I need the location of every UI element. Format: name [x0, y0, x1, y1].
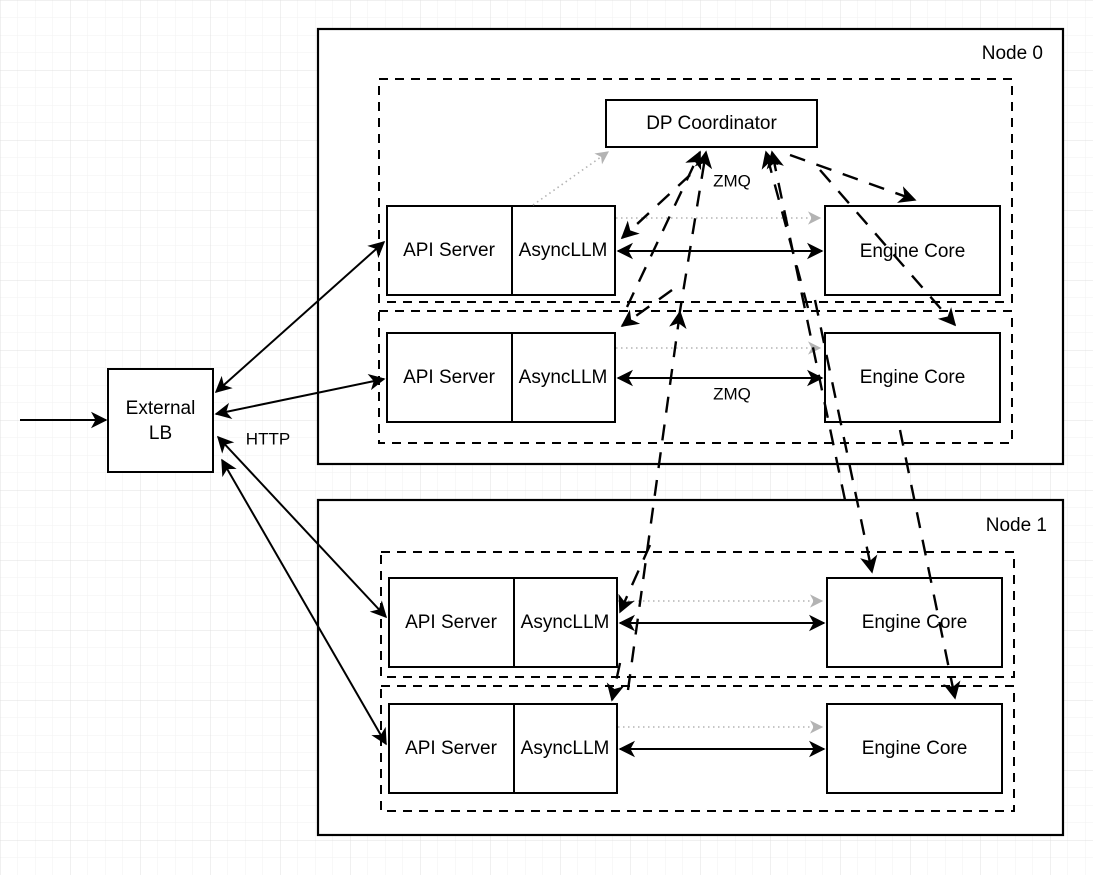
node-1-group-1-engine-core[interactable]: Engine Core — [826, 703, 1003, 794]
coordinator-to-node0-group1-engine — [819, 169, 957, 327]
node-1-group-0-boundary — [380, 551, 1015, 678]
coordinator-to-node1-group1-asyncllm — [606, 662, 624, 702]
node-1-group-1-api-server-unit[interactable]: API Server AsyncLLM — [388, 703, 618, 794]
coordinator-to-node1-group0-asyncllm — [618, 544, 652, 614]
node-0-group-1-async-llm-label: AsyncLLM — [519, 367, 608, 388]
zmq-dashed-node1-long-to-coordinator — [626, 310, 687, 691]
external-lb-label-line2: LB — [149, 423, 172, 444]
lb-to-node0-group1-arrow — [214, 373, 386, 420]
node-1-group-0-engine-core-label: Engine Core — [862, 612, 968, 633]
node-0-group-0-boundary — [378, 78, 1013, 303]
coordinator-to-node0-group1-asyncllm — [620, 289, 673, 327]
node-1-group-1-async-llm-label: AsyncLLM — [521, 738, 610, 759]
node-1-group-0-engine-core[interactable]: Engine Core — [826, 577, 1003, 668]
node-0-group-1-api-server-label: API Server — [403, 367, 496, 388]
dp-coordinator-box[interactable] — [605, 99, 818, 148]
zmq-label-node0-group1: ZMQ — [713, 384, 751, 403]
node-0-group-1-api-server-unit[interactable]: API Server AsyncLLM — [386, 332, 616, 423]
node-1-label: Node 1 — [986, 515, 1047, 536]
node-1-group-0-async-llm-label: AsyncLLM — [521, 612, 610, 633]
zmq-dashed-node1-engine-to-coordinator — [766, 150, 847, 501]
node-1-group-0-api-server-unit[interactable]: API Server AsyncLLM — [388, 577, 618, 668]
node-0-group-0-api-server-box[interactable] — [386, 205, 616, 296]
node-0-group-0-api-server-unit[interactable]: API Server AsyncLLM — [386, 205, 616, 296]
lb-to-node0-group0-arrow — [214, 241, 386, 393]
asyncllm-to-coordinator-dotted-arrow — [532, 151, 609, 206]
coordinator-to-node1-group1-engine — [898, 429, 961, 700]
dp-coordinator-label: DP Coordinator — [646, 113, 777, 134]
coordinator-to-node0-group0-asyncllm — [620, 174, 691, 240]
node-1-group-0-api-server-box[interactable] — [388, 577, 618, 668]
node-0-group-1-engine-core[interactable]: Engine Core — [824, 332, 1001, 423]
http-label: HTTP — [246, 429, 290, 448]
node-0-group-0-api-server-label: API Server — [403, 240, 496, 261]
lb-to-node1-group1-arrow — [221, 458, 387, 746]
node-1-group-1-engine-core-box[interactable] — [826, 703, 1003, 794]
external-lb-label-line1: External — [126, 398, 196, 419]
node-0-group-1-api-server-box[interactable] — [386, 332, 616, 423]
node-1-group-0-engine-core-box[interactable] — [826, 577, 1003, 668]
node-0-group-0-engine-core-box[interactable] — [824, 205, 1001, 296]
coordinator-to-node1-group0-engine — [813, 299, 878, 574]
node-0-group-0-async-llm-label: AsyncLLM — [519, 240, 608, 261]
zmq-label-coordinator: ZMQ — [713, 171, 751, 190]
node-0-group-0-engine-core-label: Engine Core — [860, 241, 966, 262]
node-0-label: Node 0 — [982, 43, 1043, 64]
node-1-group-1-boundary — [380, 685, 1015, 812]
node-1-group-1-engine-core-label: Engine Core — [862, 738, 968, 759]
node-1-group-0-api-server-label: API Server — [405, 612, 498, 633]
node-0-group-1-engine-core-label: Engine Core — [860, 367, 966, 388]
node-0-group-1-engine-core-box[interactable] — [824, 332, 1001, 423]
node-1-group-1-api-server-label: API Server — [405, 738, 498, 759]
node-0-group-0-engine-core[interactable]: Engine Core — [824, 205, 1001, 296]
coordinator-to-node0-group0-engine — [789, 153, 917, 203]
node-1-group-1-api-server-box[interactable] — [388, 703, 618, 794]
dp-coordinator[interactable]: DP Coordinator — [605, 99, 818, 148]
external-lb[interactable]: External LB — [107, 368, 214, 473]
external-lb-box[interactable] — [107, 368, 214, 473]
